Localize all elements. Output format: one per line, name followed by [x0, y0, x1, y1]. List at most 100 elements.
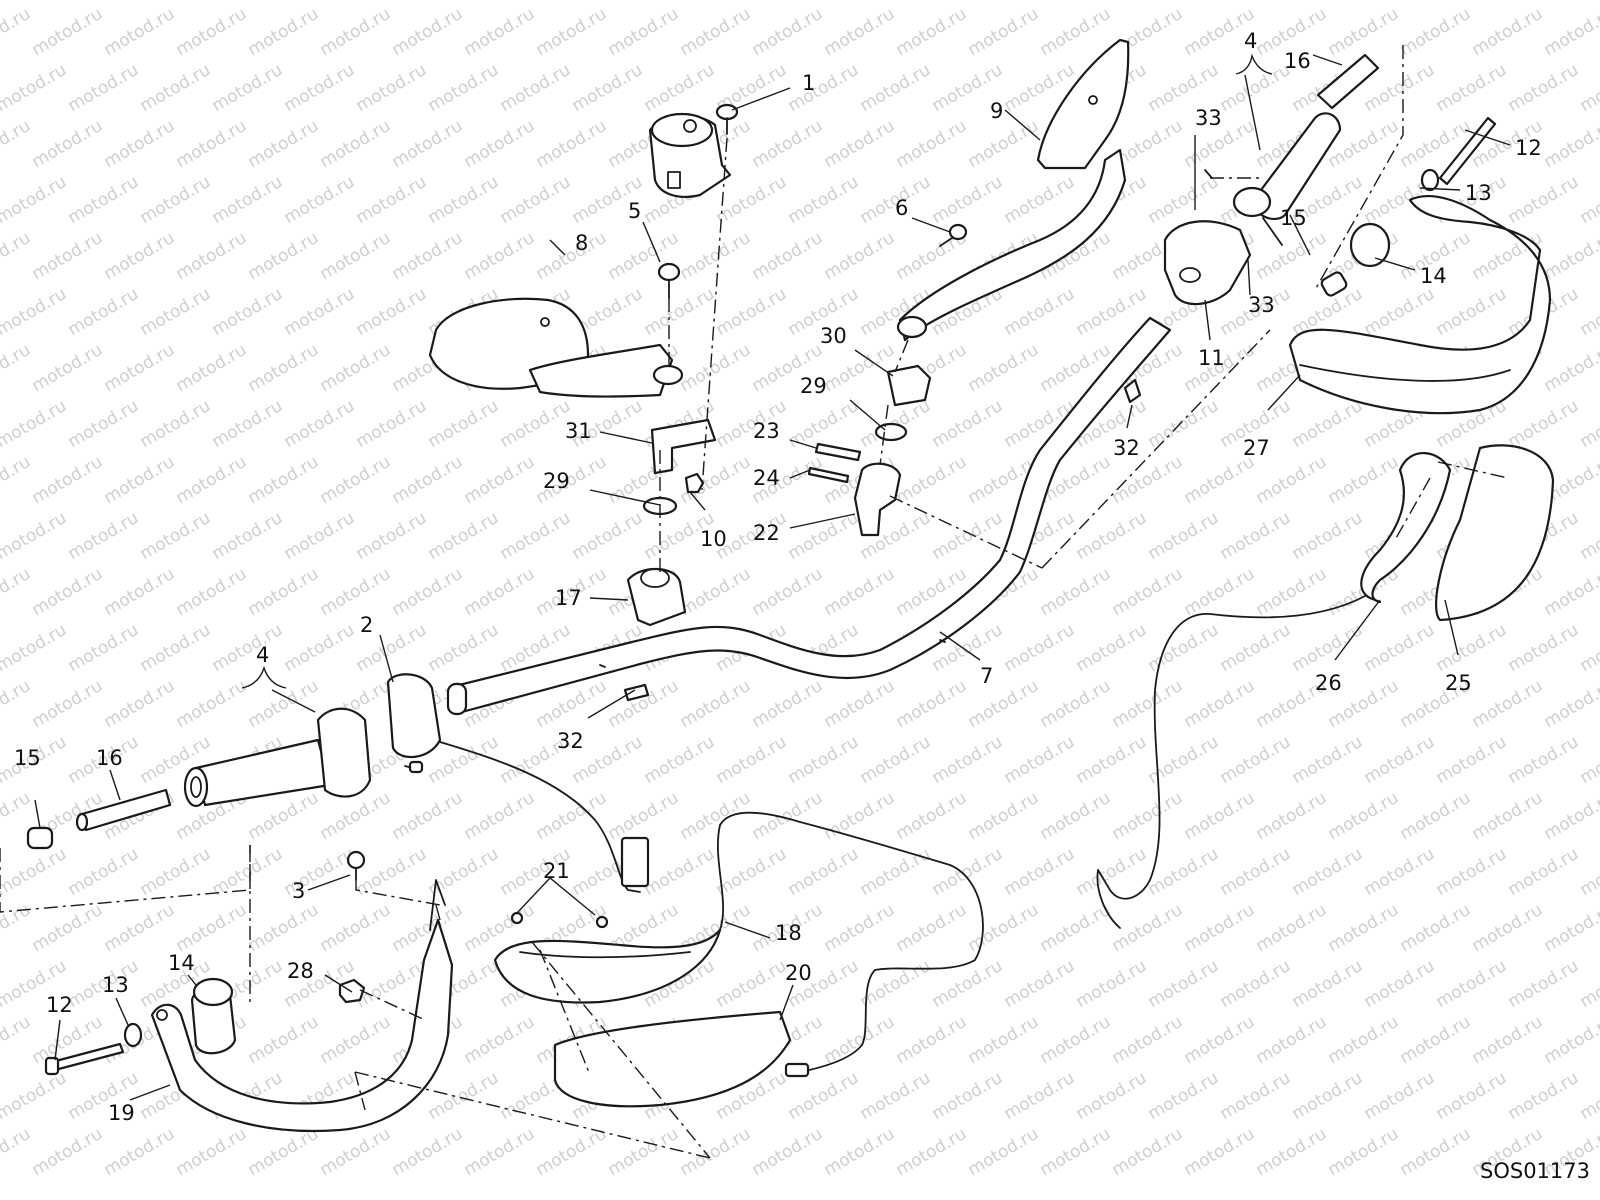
watermark-text: motod.ru	[0, 900, 34, 956]
watermark-text: motod.ru	[821, 1124, 899, 1180]
watermark-text: motod.ru	[1361, 0, 1439, 4]
watermark-text: motod.ru	[1541, 788, 1600, 844]
watermark-text: motod.ru	[821, 676, 899, 732]
watermark-text: motod.ru	[245, 900, 323, 956]
watermark-text: motod.ru	[713, 956, 791, 1012]
callout-10: 10	[700, 527, 727, 551]
watermark-text: motod.ru	[0, 340, 34, 396]
watermark-text: motod.ru	[857, 0, 935, 4]
right-indicator-lens	[1434, 444, 1555, 622]
watermark-text: motod.ru	[353, 396, 431, 452]
watermark-text: motod.ru	[1217, 844, 1295, 900]
left-bar-end-cap	[26, 826, 54, 850]
watermark-text: motod.ru	[1325, 452, 1403, 508]
watermark-text: motod.ru	[1145, 172, 1223, 228]
right-bar-end-weight	[1316, 53, 1380, 110]
watermark-text: motod.ru	[461, 564, 539, 620]
callout-20: 20	[785, 961, 812, 985]
watermark-text: motod.ru	[425, 396, 503, 452]
watermark-text: motod.ru	[605, 1124, 683, 1180]
watermark-text: motod.ru	[1037, 1012, 1115, 1068]
right-handguard	[1288, 195, 1552, 415]
callout-30: 30	[820, 324, 847, 348]
watermark-text: motod.ru	[29, 564, 107, 620]
watermark-text: motod.ru	[1109, 788, 1187, 844]
watermark-text: motod.ru	[425, 844, 503, 900]
watermark-text: motod.ru	[713, 284, 791, 340]
watermark-text: motod.ru	[1361, 1068, 1439, 1124]
watermark-text: motod.ru	[1037, 1124, 1115, 1180]
callout-8: 8	[575, 231, 588, 255]
watermark-text: motod.ru	[1181, 564, 1259, 620]
watermark-text: motod.ru	[29, 1124, 107, 1180]
watermark-text: motod.ru	[1001, 956, 1079, 1012]
watermark-text: motod.ru	[173, 228, 251, 284]
callout-12-right: 12	[1515, 136, 1542, 160]
cable-clip-32-left	[623, 683, 650, 702]
watermark-text: motod.ru	[101, 900, 179, 956]
watermark-text: motod.ru	[101, 1124, 179, 1180]
watermark-text: motod.ru	[173, 1124, 251, 1180]
watermark-text: motod.ru	[641, 844, 719, 900]
watermark-text: motod.ru	[497, 172, 575, 228]
left-indicator-connector	[784, 1062, 810, 1078]
watermark-text: motod.ru	[1109, 564, 1187, 620]
watermark-text: motod.ru	[821, 900, 899, 956]
screw-24	[807, 466, 850, 484]
watermark-text: motod.ru	[1469, 788, 1547, 844]
left-switch-connector	[620, 836, 650, 888]
watermark-text: motod.ru	[101, 116, 179, 172]
watermark-text: motod.ru	[0, 4, 34, 60]
watermark-text: motod.ru	[0, 116, 34, 172]
watermark-text: motod.ru	[677, 564, 755, 620]
watermark-text: motod.ru	[281, 172, 359, 228]
watermark-text: motod.ru	[1037, 4, 1115, 60]
watermark-text: motod.ru	[965, 4, 1043, 60]
watermark-text: motod.ru	[1577, 396, 1600, 452]
watermark-text: motod.ru	[0, 620, 70, 676]
right-bar-end-cap	[1320, 271, 1348, 297]
watermark-text: motod.ru	[29, 340, 107, 396]
watermark-text: motod.ru	[1469, 4, 1547, 60]
callout-26: 26	[1315, 671, 1342, 695]
right-handguard-bolt	[1438, 116, 1497, 186]
watermark-text: motod.ru	[1289, 396, 1367, 452]
watermark-text: motod.ru	[65, 60, 143, 116]
watermark-text: motod.ru	[1217, 956, 1295, 1012]
watermark-text: motod.ru	[893, 788, 971, 844]
left-indicator-harness	[716, 811, 984, 1073]
watermark-text: motod.ru	[317, 788, 395, 844]
watermark-text: motod.ru	[245, 452, 323, 508]
watermark-text: motod.ru	[1289, 732, 1367, 788]
watermark-text: motod.ru	[1073, 732, 1151, 788]
watermark-text: motod.ru	[101, 228, 179, 284]
assembly-lines	[0, 45, 1509, 1159]
watermark-text: motod.ru	[821, 564, 899, 620]
watermark-text: motod.ru	[389, 116, 467, 172]
watermark-text: motod.ru	[137, 60, 215, 116]
watermark-text: motod.ru	[1433, 0, 1511, 4]
watermark-text: motod.ru	[1325, 900, 1403, 956]
watermark-text: motod.ru	[1433, 1068, 1511, 1124]
watermark-text: motod.ru	[1361, 956, 1439, 1012]
watermark-text: motod.ru	[245, 676, 323, 732]
watermark-text: motod.ru	[1397, 1124, 1475, 1180]
watermark-text: motod.ru	[1541, 116, 1600, 172]
watermark-text: motod.ru	[1145, 0, 1223, 4]
watermark-text: motod.ru	[1397, 1012, 1475, 1068]
watermark-text: motod.ru	[65, 844, 143, 900]
right-spacer	[1420, 168, 1440, 192]
watermark-text: motod.ru	[1505, 396, 1583, 452]
watermark-text: motod.ru	[533, 116, 611, 172]
watermark-text: motod.ru	[893, 4, 971, 60]
watermark-text: motod.ru	[1289, 508, 1367, 564]
left-grip-assembly	[183, 673, 442, 808]
watermark-text: motod.ru	[1577, 1068, 1600, 1124]
screw-1	[715, 103, 739, 135]
watermark-text: motod.ru	[1433, 284, 1511, 340]
watermark-text: motod.ru	[785, 844, 863, 900]
watermark-text: motod.ru	[1217, 508, 1295, 564]
leader-lines	[34, 53, 1511, 1101]
watermark-text: motod.ru	[857, 732, 935, 788]
